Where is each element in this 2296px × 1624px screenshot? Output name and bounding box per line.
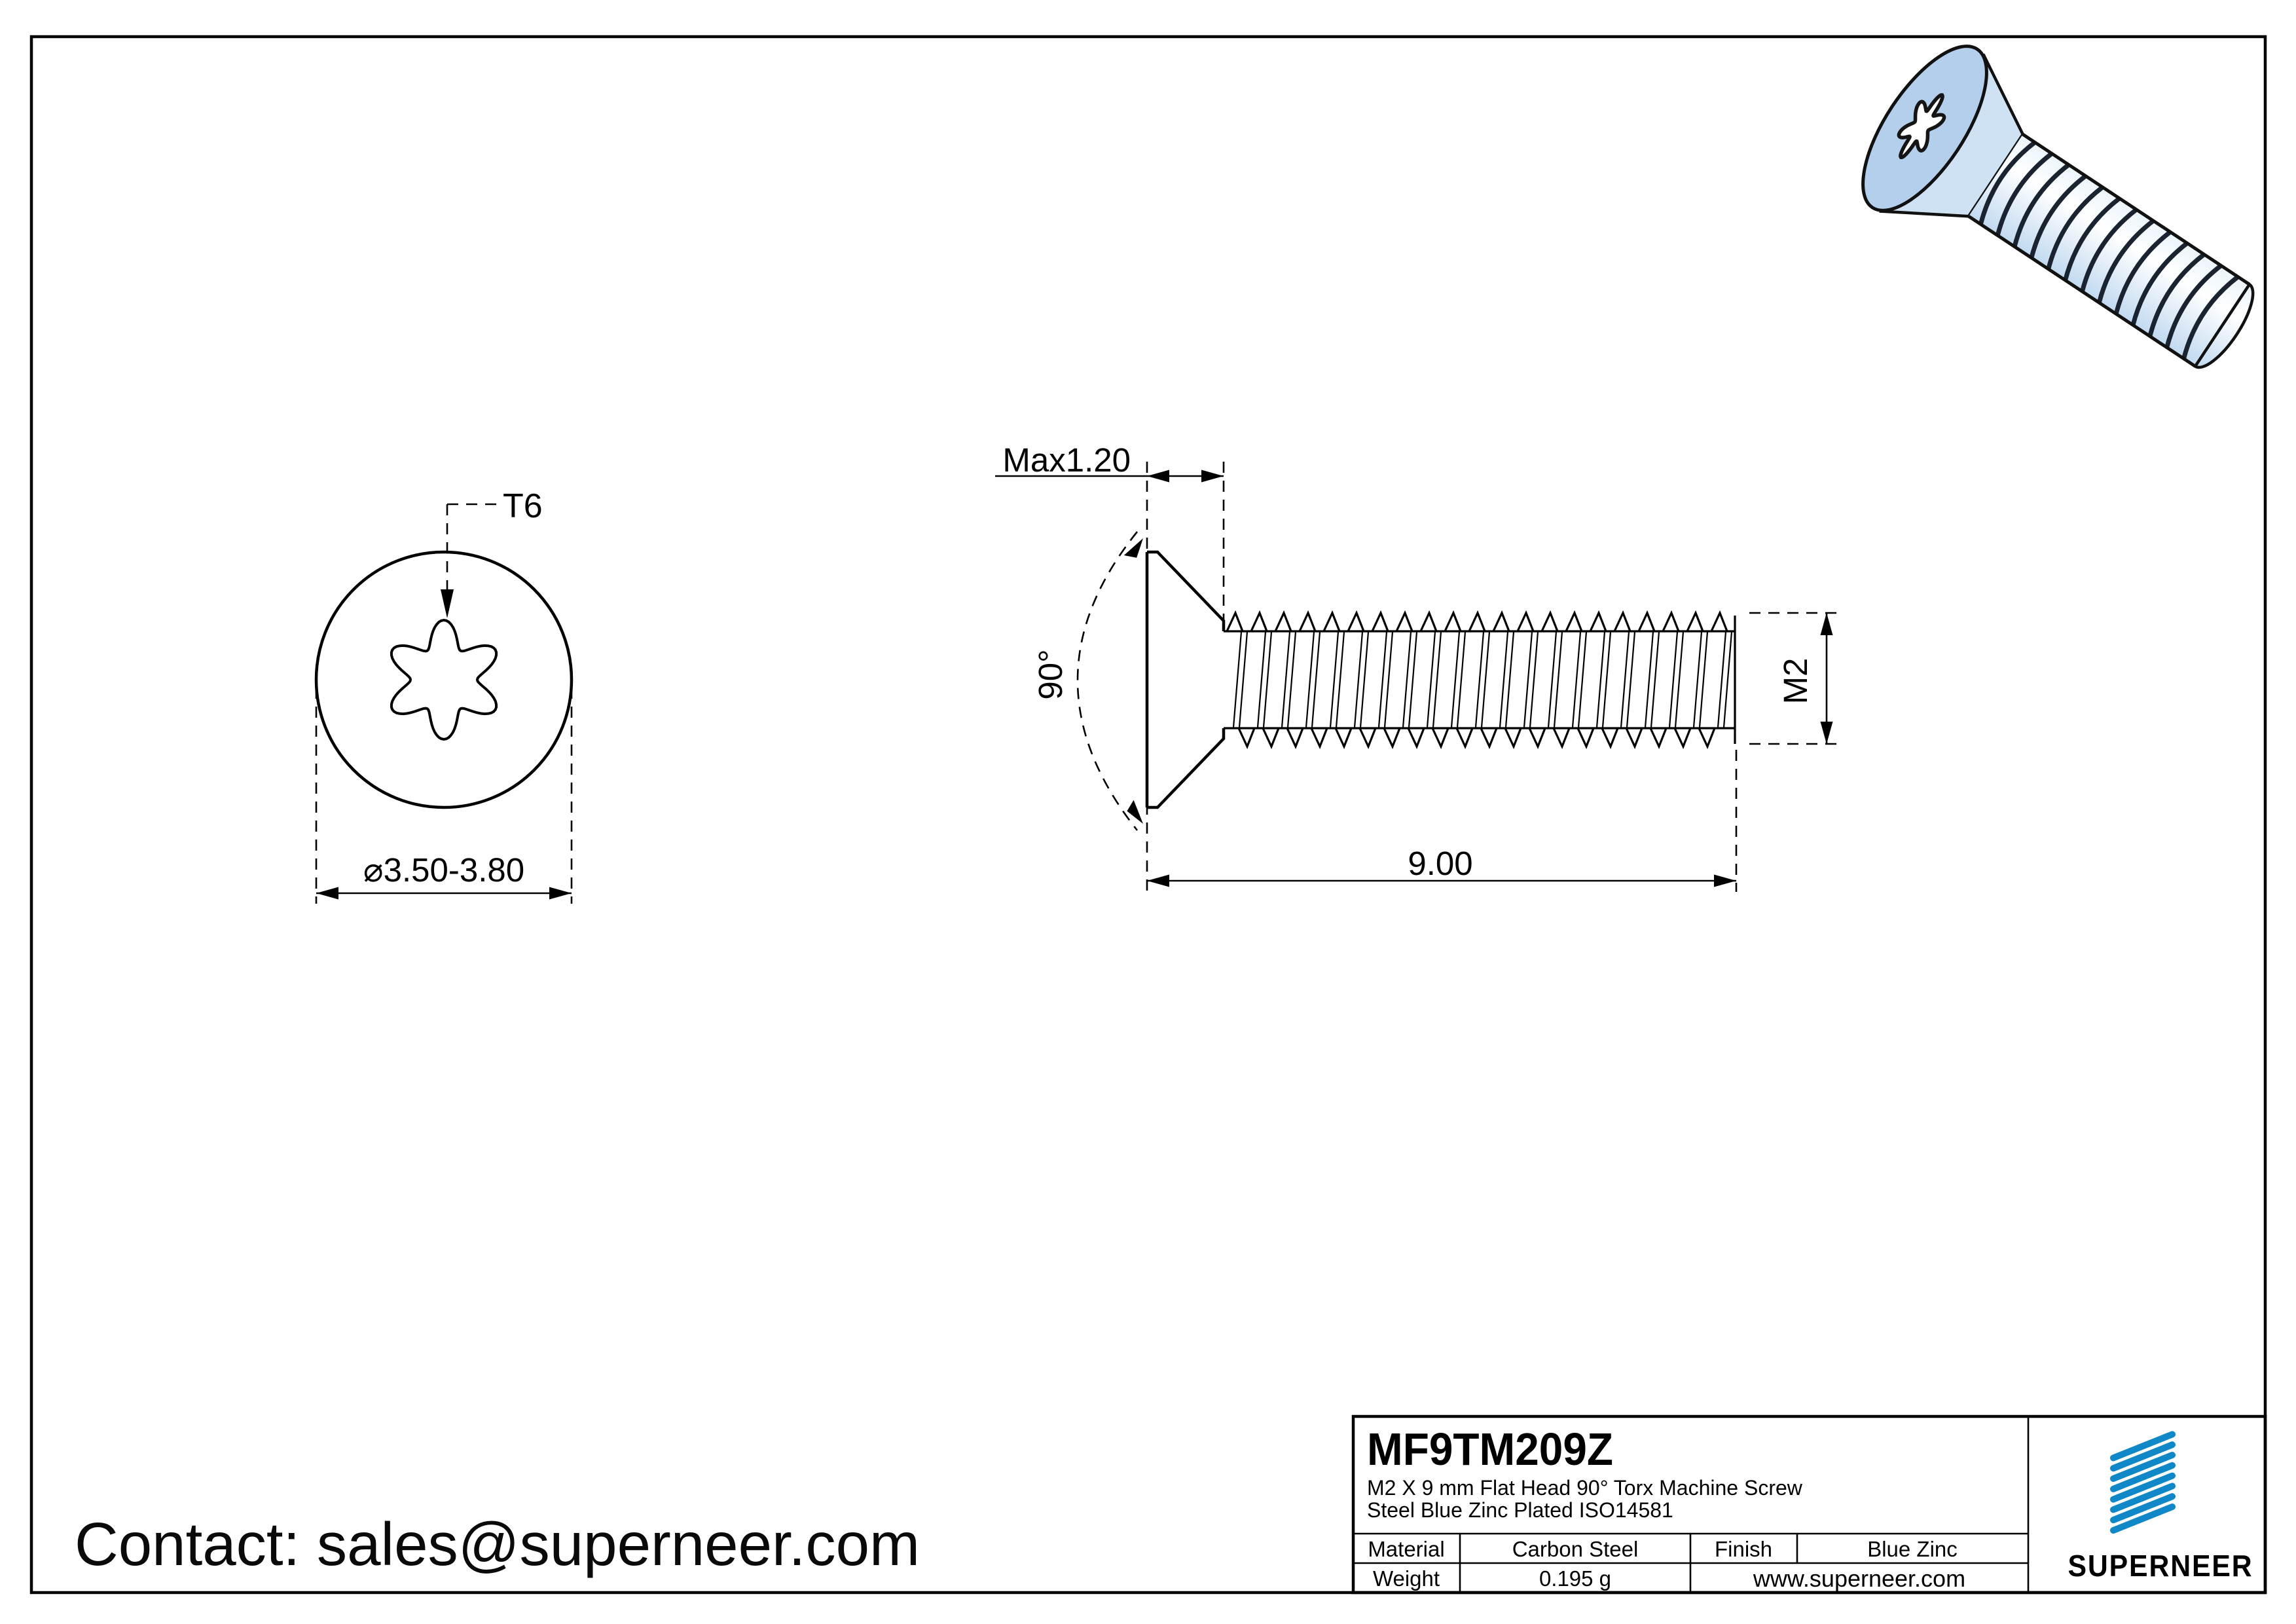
- material-label: Material: [1368, 1537, 1444, 1561]
- contact-email-text[interactable]: Contact: sales@superneer.com: [75, 1510, 920, 1578]
- screw-3d-torx-recess: [1897, 93, 1946, 160]
- thread-crests-bottom: [1237, 728, 1716, 750]
- angle-arrow-top: [1123, 538, 1143, 558]
- thread-crests-top: [1226, 610, 1728, 632]
- diameter-extension-lines: [315, 688, 573, 904]
- thread-size-label: M2: [1777, 658, 1814, 705]
- brand-name-text: SUPERNEER: [2068, 1549, 2253, 1583]
- thread-size-arrow-bottom: [1820, 722, 1833, 744]
- thread-flank-lines: [1232, 631, 1733, 728]
- screw-3d-thread-bands: [1978, 140, 2240, 360]
- title-block-border: [1351, 1414, 2267, 1595]
- finish-label: Finish: [1715, 1537, 1772, 1561]
- screw-3d-tip: [2193, 282, 2255, 369]
- weight-value: 0.195 g: [1539, 1566, 1611, 1591]
- title-block-grid-lines: [1353, 1416, 2030, 1593]
- head-height-arrow-right: [1201, 470, 1224, 483]
- front-view: T6 ⌀3.50-3.80: [314, 487, 574, 904]
- screw-3d-shank: [1969, 134, 2250, 367]
- weight-label: Weight: [1373, 1566, 1440, 1591]
- thread-size-extension-lines: [1749, 612, 1837, 745]
- thread-root-lines: [1224, 616, 1736, 744]
- thread-length-label: 9.00: [1408, 845, 1472, 882]
- page-border: [29, 35, 2267, 1595]
- material-value: Carbon Steel: [1512, 1537, 1639, 1561]
- description-line-2: Steel Blue Zinc Plated ISO14581: [1367, 1498, 1673, 1522]
- part-number: MF9TM209Z: [1367, 1424, 1613, 1475]
- countersink-angle-arc: [1076, 531, 1139, 831]
- screw-head-profile: [1145, 550, 1226, 809]
- thread-size-arrow-top: [1820, 613, 1833, 635]
- drive-leader-arrowhead: [441, 589, 454, 618]
- head-outline-circle: [314, 550, 574, 809]
- diameter-arrow-right: [549, 887, 572, 900]
- countersink-angle-label: 90°: [1032, 649, 1069, 699]
- head-height-extension-lines: [1146, 462, 1225, 892]
- torx-socket-outline: [390, 618, 498, 741]
- iso-view: [1861, 45, 2255, 369]
- drive-size-label: T6: [503, 487, 543, 525]
- drive-leader-line: [446, 503, 496, 589]
- head-height-label: Max1.20: [1002, 441, 1131, 479]
- description-line-1: M2 X 9 mm Flat Head 90° Torx Machine Scr…: [1367, 1476, 1803, 1500]
- head-height-arrow-left: [1147, 470, 1169, 483]
- length-arrow-left: [1147, 874, 1169, 887]
- diameter-arrow-left: [316, 887, 338, 900]
- finish-value: Blue Zinc: [1867, 1537, 1958, 1561]
- angle-arrow-bottom: [1127, 800, 1143, 824]
- superneer-logo-icon: [2110, 1431, 2176, 1534]
- website-link[interactable]: www.superneer.com: [1753, 1565, 1965, 1592]
- side-view: Max1.20 90° M2 9.00: [995, 441, 1837, 892]
- head-diameter-label: ⌀3.50-3.80: [363, 851, 524, 889]
- title-block: MF9TM209Z M2 X 9 mm Flat Head 90° Torx M…: [1351, 1414, 2267, 1595]
- screw-3d-shank-edges: [1967, 133, 2251, 368]
- length-arrow-right: [1714, 874, 1736, 887]
